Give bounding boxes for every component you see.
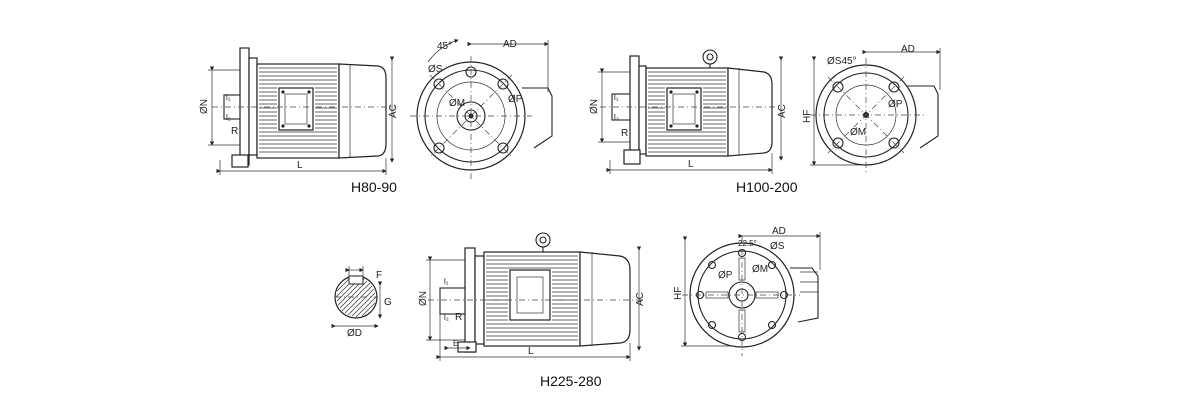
h100-200-front-view: AD ØS45° HF ØM ØP bbox=[802, 44, 941, 175]
dim-ac: AC bbox=[388, 104, 399, 118]
dim-l: L bbox=[297, 160, 303, 171]
h225-280-side-view: ØN AC L R E l₁ l₂ bbox=[418, 232, 646, 361]
dim-op: ØP bbox=[508, 94, 523, 105]
flange-outline bbox=[689, 242, 795, 348]
bolt-holes bbox=[433, 66, 509, 154]
foot bbox=[623, 149, 641, 165]
svg-text:l₁: l₁ bbox=[444, 277, 449, 286]
h225-280-front-view: AD 22.5° ØS HF ØM ØP bbox=[673, 226, 821, 356]
bolt-holes bbox=[695, 248, 789, 342]
angle-22-5: 22.5° bbox=[738, 239, 757, 248]
h80-90-side-view: ØN AC L R l₁ l₂ bbox=[199, 47, 399, 175]
terminal-box bbox=[509, 269, 551, 321]
dim-r: R bbox=[455, 312, 462, 323]
dim-e: E bbox=[453, 339, 458, 348]
foot bbox=[457, 341, 477, 353]
dim-ac: AC bbox=[777, 104, 788, 118]
terminal-box-side bbox=[790, 267, 819, 323]
dim-ad: AD bbox=[901, 44, 915, 55]
dim-g: G bbox=[384, 297, 392, 308]
keyway bbox=[348, 275, 364, 285]
fan-cover bbox=[727, 67, 773, 157]
caption-h80-90: H80-90 bbox=[351, 179, 397, 195]
caption-h225-280: H225-280 bbox=[540, 373, 602, 389]
dim-ad: AD bbox=[772, 226, 786, 237]
dim-s45: ØS45° bbox=[827, 56, 857, 67]
dim-on: ØN bbox=[199, 99, 210, 114]
dim-r: R bbox=[621, 128, 628, 139]
foot bbox=[231, 154, 249, 168]
dim-on: ØN bbox=[418, 291, 429, 306]
dim-ad: AD bbox=[503, 39, 517, 50]
dim-od: ØD bbox=[347, 328, 362, 339]
dim-op: ØP bbox=[888, 99, 903, 110]
cooling-fins bbox=[259, 67, 337, 153]
dim-f: F bbox=[376, 270, 382, 281]
dim-om: ØM bbox=[850, 127, 866, 138]
dim-os: ØS bbox=[770, 241, 785, 252]
angle-45: 45° bbox=[437, 41, 452, 52]
flange bbox=[629, 55, 640, 163]
dim-l: L bbox=[528, 346, 534, 357]
dim-op: ØP bbox=[718, 270, 733, 281]
svg-text:l₁: l₁ bbox=[226, 93, 231, 102]
dim-on: ØN bbox=[589, 99, 600, 114]
dim-r: R bbox=[231, 126, 238, 137]
dim-l: L bbox=[688, 159, 694, 170]
shaft-section-view: F G ØD bbox=[331, 266, 392, 339]
dim-os: ØS bbox=[428, 64, 443, 75]
h100-200-side-view: ØN AC L R l₁ l₂ bbox=[589, 49, 788, 174]
dim-hf: HF bbox=[802, 110, 813, 123]
bolt-holes bbox=[832, 81, 900, 149]
cooling-fins bbox=[486, 255, 578, 341]
dim-om: ØM bbox=[752, 264, 768, 275]
svg-text:l₂: l₂ bbox=[226, 113, 231, 122]
caption-h100-200: H100-200 bbox=[736, 179, 798, 195]
cooling-fins bbox=[648, 71, 726, 153]
svg-text:l₂: l₂ bbox=[614, 113, 619, 122]
dim-om: ØM bbox=[449, 98, 465, 109]
svg-text:l₂: l₂ bbox=[444, 313, 449, 322]
flange bbox=[239, 47, 250, 166]
lifting-eye bbox=[702, 49, 718, 65]
svg-text:l₁: l₁ bbox=[614, 93, 619, 102]
dim-ac: AC bbox=[635, 292, 646, 306]
dim-hf: HF bbox=[673, 287, 684, 300]
lifting-eye bbox=[535, 232, 551, 248]
h80-90-front-view: AD 45° ØS ØM ØP bbox=[410, 39, 553, 180]
terminal-box-side bbox=[905, 85, 939, 149]
fan-cover bbox=[338, 63, 387, 159]
fan-cover bbox=[579, 251, 631, 347]
terminal-box-side bbox=[522, 87, 553, 149]
